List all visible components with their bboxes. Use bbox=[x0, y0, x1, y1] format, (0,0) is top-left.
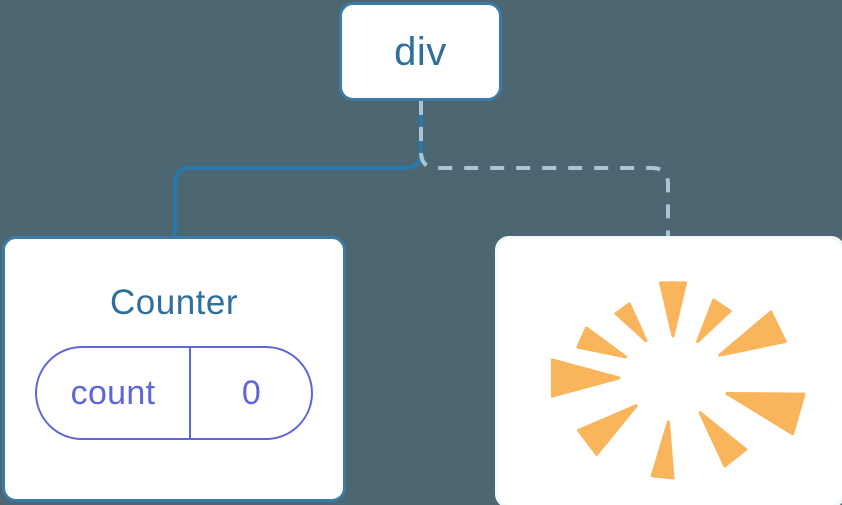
node-div[interactable]: div bbox=[339, 2, 502, 101]
state-pill-count[interactable]: count 0 bbox=[34, 346, 314, 440]
burst-ray-5 bbox=[650, 420, 675, 480]
sparkle-burst-icon bbox=[550, 281, 806, 480]
burst-ray-3 bbox=[550, 358, 621, 398]
burst-ray-2 bbox=[576, 326, 627, 359]
burst-ray-9 bbox=[696, 298, 732, 344]
node-div-label: div bbox=[394, 29, 447, 74]
edge-div-to-counter bbox=[173, 99, 423, 240]
state-pill-divider bbox=[189, 348, 192, 438]
burst-ray-1 bbox=[614, 302, 648, 343]
burst-ray-6 bbox=[698, 411, 748, 468]
state-value-label: 0 bbox=[241, 373, 261, 412]
node-counter-label: Counter bbox=[109, 283, 239, 322]
edge-div-to-burst bbox=[419, 101, 670, 238]
burst-ray-8 bbox=[718, 310, 787, 357]
node-burst[interactable] bbox=[495, 236, 842, 505]
node-counter[interactable]: Counter count 0 bbox=[2, 236, 346, 502]
state-key-label: count bbox=[70, 373, 156, 412]
burst-ray-4 bbox=[577, 404, 638, 456]
burst-ray-0 bbox=[658, 281, 688, 338]
burst-ray-7 bbox=[725, 391, 806, 436]
